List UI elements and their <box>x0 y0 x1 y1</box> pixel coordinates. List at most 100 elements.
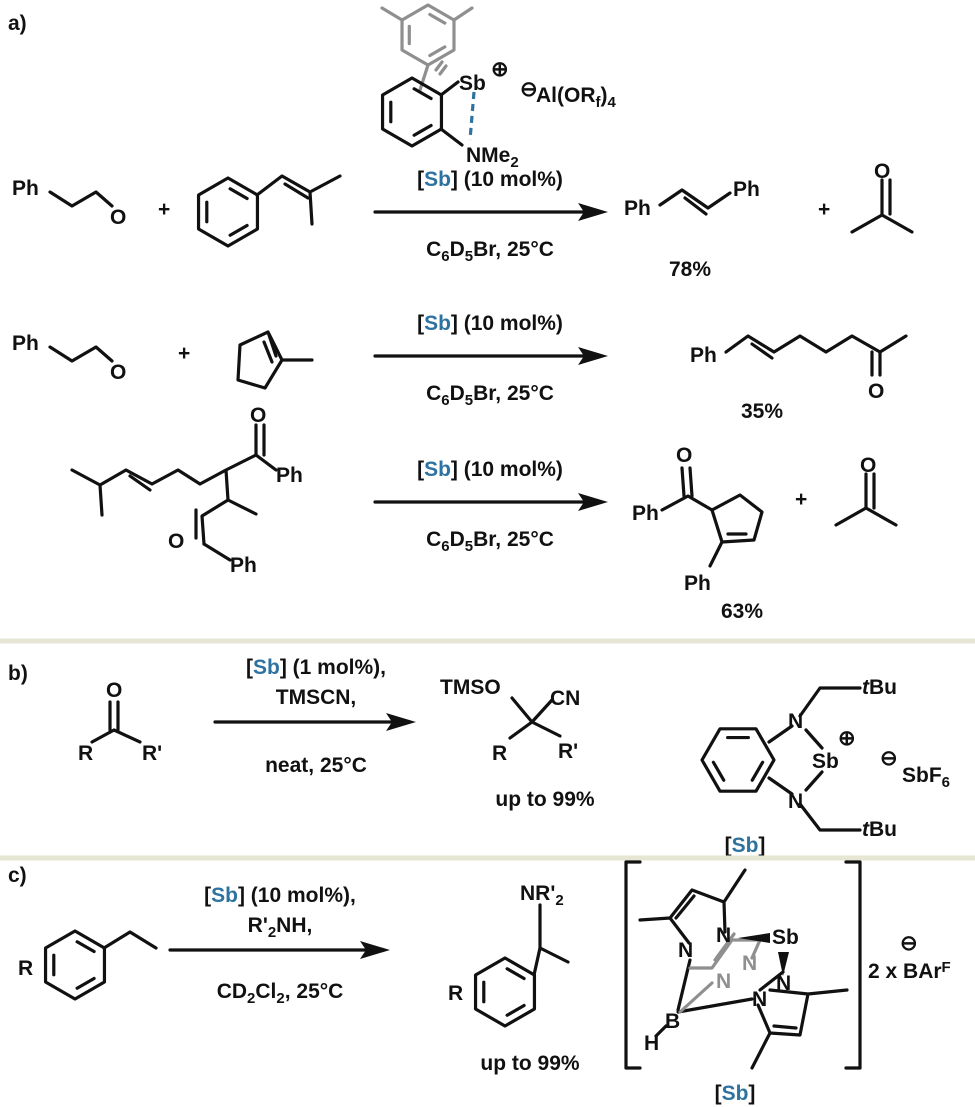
anion-label: Al(ORf)4 <box>536 84 617 111</box>
r-label: R <box>492 742 507 765</box>
brackets <box>624 860 862 1070</box>
n-atom: N <box>678 939 693 962</box>
reagent-label: R'2NH, <box>248 914 313 941</box>
text-segment: Sb <box>424 312 451 335</box>
text-segment: ] (1 mol%), <box>280 656 386 679</box>
stilbene-bonds <box>658 188 732 216</box>
b-atom: B <box>665 1010 680 1033</box>
text-segment: 2 <box>510 154 518 171</box>
text-segment: [ <box>204 884 211 907</box>
plus-charge: ⊕ <box>491 58 509 81</box>
n-atom: N <box>716 970 731 993</box>
conditions-label: neat, 25°C <box>265 754 367 777</box>
text-segment: ) <box>601 84 608 107</box>
reagent-label: [Sb] (10 mol%) <box>417 168 563 191</box>
cyanohydrin-bonds <box>508 696 562 740</box>
ph-label: Ph <box>624 197 651 220</box>
pyrazolyl-bonds <box>638 868 849 1070</box>
aromatic-double-bond <box>75 976 96 990</box>
catalyst-b: N N Sb ⊕ tBu tBu ⊖ SbF6 [Sb] <box>700 676 950 857</box>
aromatic-double-bond <box>505 1003 526 1017</box>
reagent-label: [Sb] (10 mol%), <box>204 884 356 907</box>
acetone-bonds <box>834 472 898 527</box>
text-segment: 4 <box>608 94 617 111</box>
text-segment: 2 <box>247 990 255 1007</box>
text-segment: [ <box>246 656 253 679</box>
r-prime-label: R' <box>558 740 578 763</box>
yield-label: 63% <box>721 600 763 623</box>
o-label: O <box>676 444 692 467</box>
n-atom: N <box>716 924 731 947</box>
minus-charge: ⊖ <box>900 932 918 955</box>
acetone-bonds <box>850 178 914 234</box>
reaction-b: O R R' [Sb] (1 mol%), TMSCN, neat, 25°C … <box>78 656 595 811</box>
ph-label: Ph <box>12 177 39 200</box>
text-segment: Sb <box>211 884 238 907</box>
plus-sign: + <box>178 342 190 365</box>
text-segment: 6 <box>441 248 449 265</box>
yield-label: 35% <box>741 400 783 423</box>
counterion-label: 2 x BArF <box>868 959 951 983</box>
text-segment: 6 <box>942 774 950 791</box>
arrowhead <box>578 493 608 511</box>
text-segment: Sb <box>424 168 451 191</box>
arrowhead <box>578 203 608 221</box>
ph-label: Ph <box>276 464 303 487</box>
reagent-label: [Sb] (10 mol%) <box>417 312 563 335</box>
tmso-label: TMSO <box>440 676 501 699</box>
text-segment: Br, 25°C <box>473 382 554 405</box>
nr2-label: NR'2 <box>520 882 564 909</box>
o-label: O <box>106 679 122 702</box>
conditions-label: C6D5Br, 25°C <box>426 382 554 409</box>
reaction-a3: O Ph O Ph [Sb] (10 mol%) C6D5Br, 25°C O … <box>70 404 898 623</box>
text-segment: Sb <box>722 1082 749 1105</box>
text-segment: 2 <box>268 924 276 941</box>
text-segment: [ <box>417 458 424 481</box>
text-segment: t <box>862 818 870 841</box>
rear-pyrazolyl-bonds <box>678 932 762 1014</box>
text-segment: , 25°C <box>285 980 344 1003</box>
text-segment: Sb <box>424 458 451 481</box>
text-segment: R' <box>248 914 268 937</box>
arrowhead <box>578 347 608 365</box>
anion-label: SbF6 <box>902 764 950 791</box>
section-label-a: a) <box>8 12 27 35</box>
text-segment: 5 <box>465 538 473 555</box>
aromatic-double-bond <box>412 123 433 137</box>
text-segment: Al(OR <box>536 84 596 107</box>
text-segment: Br, 25°C <box>473 238 554 261</box>
text-segment: 6 <box>441 538 449 555</box>
reaction-a1: Ph O + [Sb] (10 mol%) C6D5Br, 25°C Ph Ph… <box>12 160 914 281</box>
conditions-label: CD2Cl2, 25°C <box>217 980 344 1007</box>
sb-atom: Sb <box>772 926 799 949</box>
text-segment: Bu <box>869 818 897 841</box>
yield-label: up to 99% <box>495 788 595 811</box>
aldehyde-chain <box>48 345 114 363</box>
text-segment: NH, <box>276 914 312 937</box>
diazastibole-bonds <box>767 686 862 832</box>
ph-label: Ph <box>632 502 659 525</box>
tbu-label: tBu <box>862 818 897 841</box>
aldehyde-chain <box>48 190 114 208</box>
hash-bond <box>434 60 448 76</box>
cn-label: CN <box>550 687 580 710</box>
aromatic-double-bond <box>75 940 96 954</box>
aromatic-double-bond <box>412 87 433 101</box>
catalyst-tag: [Sb] <box>725 834 766 857</box>
amine-bonds <box>532 903 570 977</box>
r-label: R <box>18 957 33 980</box>
ph-label: Ph <box>12 332 39 355</box>
text-segment: Br, 25°C <box>473 528 554 551</box>
text-segment: [ <box>417 312 424 335</box>
r-label: R <box>78 742 93 765</box>
minus-charge: ⊖ <box>520 78 538 101</box>
section-label-c: c) <box>8 864 27 887</box>
n-atom: N <box>742 952 757 975</box>
wedge-bond <box>738 933 770 943</box>
h-atom: H <box>644 1032 659 1055</box>
reaction-a2: Ph O + [Sb] (10 mol%) C6D5Br, 25°C Ph O … <box>12 312 908 423</box>
conditions-label: C6D5Br, 25°C <box>426 528 554 555</box>
o-label: O <box>110 206 126 229</box>
alkene-chain <box>255 174 342 226</box>
text-segment: Sb <box>732 834 759 857</box>
